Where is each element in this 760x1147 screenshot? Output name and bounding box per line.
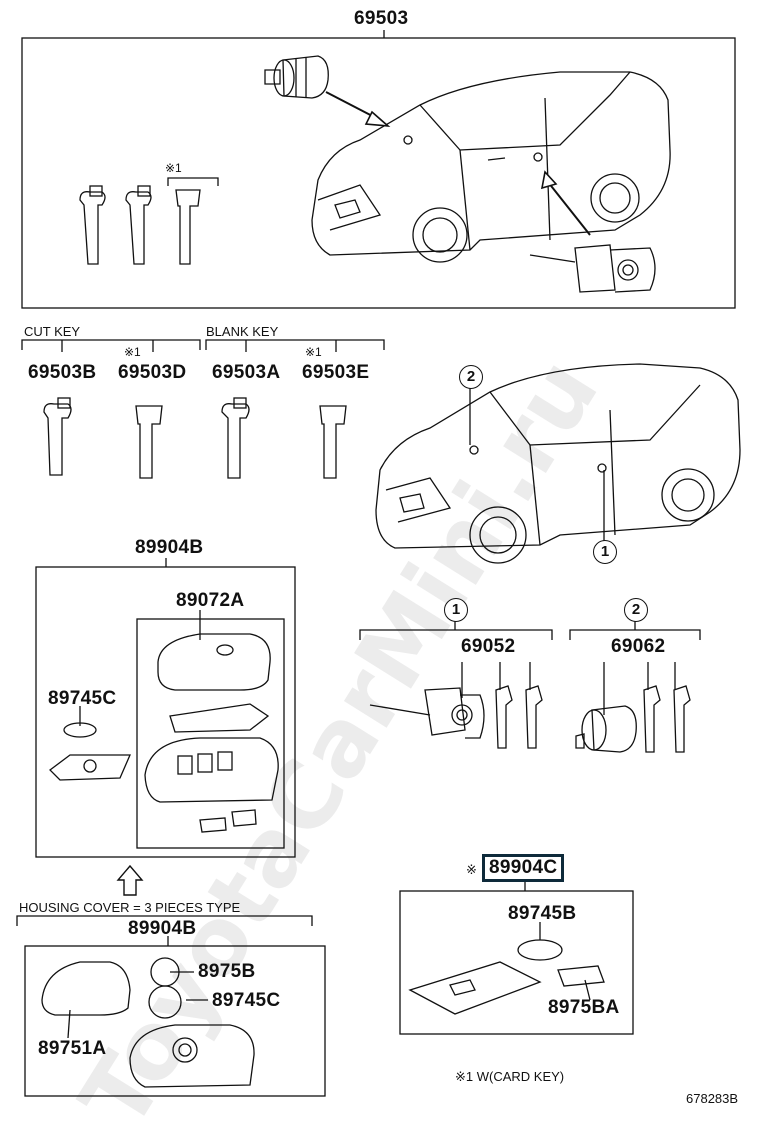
parts-diagram: ToyotaCarMini.ru (16, 8, 741, 1147)
frame-89072a (136, 618, 285, 849)
part-number-89904c-highlight: 89904C (482, 854, 565, 882)
callout-1-group: 1 (444, 598, 468, 622)
label-housing-cover: HOUSING COVER = 3 PIECES TYPE (19, 900, 241, 915)
figure-id: 678283B (686, 1091, 739, 1106)
callout-2-group: 2 (624, 598, 648, 622)
part-number-69062: 69062 (611, 636, 666, 657)
frame-89904b (35, 566, 296, 858)
part-number-69503d: 69503D (118, 362, 187, 383)
part-number-69503a: 69503A (212, 362, 281, 383)
footnote: ※1 W(CARD KEY) (455, 1069, 565, 1084)
part-number-89904b: 89904B (135, 537, 204, 558)
part-number-69052: 69052 (461, 636, 516, 657)
part-number-8975ba: 8975BA (548, 997, 620, 1018)
frame-69503 (21, 37, 736, 309)
part-number-8975b: 8975B (198, 961, 256, 982)
frame-89904c (399, 890, 634, 1035)
label-blank-key: BLANK KEY (206, 324, 279, 339)
part-number-89904b-lower: 89904B (128, 918, 197, 939)
frame-89904b-lower (24, 945, 326, 1097)
callout-1-car: 1 (593, 540, 617, 564)
part-number-89072a: 89072A (176, 590, 245, 611)
part-number-89745c-lower: 89745C (212, 990, 281, 1011)
part-number-89751a: 89751A (38, 1038, 107, 1059)
label-cut-key: CUT KEY (24, 324, 81, 339)
note-mark-89904c: ※ (466, 862, 477, 877)
callout-2-car: 2 (459, 365, 483, 389)
note-mark-top: ※1 (165, 161, 182, 175)
part-number-89745c: 89745C (48, 688, 117, 709)
part-number-69503b: 69503B (28, 362, 97, 383)
part-number-89745b: 89745B (508, 903, 577, 924)
part-number-69503e: 69503E (302, 362, 370, 383)
note-mark-69503e: ※1 (305, 345, 322, 359)
note-mark-69503d: ※1 (124, 345, 141, 359)
diagram-lines (16, 30, 741, 1097)
part-number-69503: 69503 (354, 8, 409, 29)
